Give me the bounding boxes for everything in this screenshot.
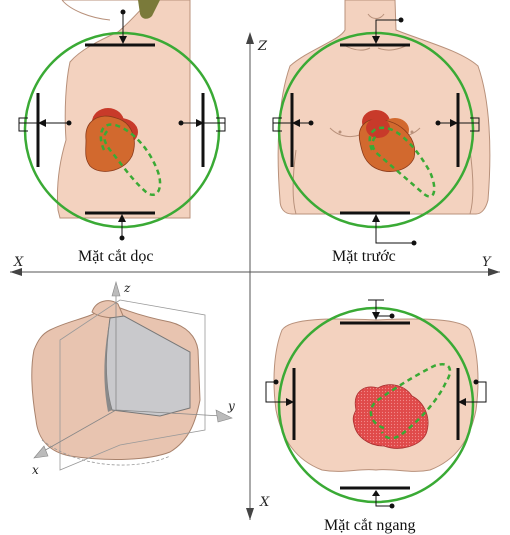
frontal-lead-top — [372, 17, 404, 44]
x-axis-arrow — [10, 268, 22, 276]
transverse-lead-right — [458, 379, 487, 406]
transverse-vector-loop — [369, 363, 452, 440]
inset-section-surface — [105, 315, 191, 417]
transverse-panel: Mặt cắt ngang — [265, 299, 487, 534]
transverse-heart — [352, 384, 429, 449]
transverse-lead-left — [265, 379, 294, 406]
z-axis-label: Z — [257, 39, 268, 54]
sagittal-caption: Mặt cắt dọc — [78, 248, 154, 265]
inset-y-arrow — [215, 409, 233, 423]
inset-plane-horizontal — [41, 439, 171, 466]
inset-z-arrow — [111, 280, 121, 297]
frontal-lead-right — [435, 117, 480, 132]
y-axis-label: Y — [482, 255, 492, 270]
inset-x-arrow — [33, 445, 49, 459]
transverse-lead-top — [368, 299, 395, 320]
x-axis-lower-label: X — [259, 495, 270, 510]
torso-3d-inset: z y x — [31, 280, 235, 477]
main-axes: Z X Y X — [10, 32, 500, 520]
y-axis-arrow — [488, 268, 500, 276]
inset-x-label: x — [32, 463, 39, 477]
sagittal-lead-right — [178, 117, 226, 132]
inset-y-label: y — [227, 399, 235, 413]
sagittal-vector-loop — [99, 123, 162, 197]
frontal-arm-right — [469, 149, 474, 215]
transverse-lead-bottom — [372, 490, 395, 509]
sagittal-hair — [138, 0, 160, 19]
sagittal-lead-bottom — [118, 214, 126, 241]
frontal-lead-left — [272, 117, 314, 132]
x-axis-label: X — [13, 255, 24, 270]
frontal-arm-left — [292, 149, 297, 215]
inset-z-label: z — [123, 281, 131, 295]
frontal-neck-line — [367, 13, 385, 19]
frontal-lead-bottom — [372, 214, 417, 246]
transverse-caption: Mặt cắt ngang — [324, 517, 416, 534]
z-axis-arrow — [246, 32, 254, 44]
sagittal-lead-top — [119, 9, 127, 44]
x-axis-lower-arrow — [246, 508, 254, 520]
frontal-caption: Mặt trước — [332, 248, 396, 265]
frontal-vector-loop — [368, 126, 436, 198]
inset-y-axis — [115, 409, 223, 417]
sagittal-chin — [61, 0, 111, 21]
inset-section-depth — [104, 318, 112, 412]
sagittal-panel: Mặt cắt dọc — [18, 0, 226, 265]
frontal-panel: Mặt trước — [272, 0, 491, 265]
inset-x-axis — [41, 409, 117, 453]
sagittal-lead-left — [18, 117, 72, 132]
inset-plane-vertical — [59, 299, 206, 471]
